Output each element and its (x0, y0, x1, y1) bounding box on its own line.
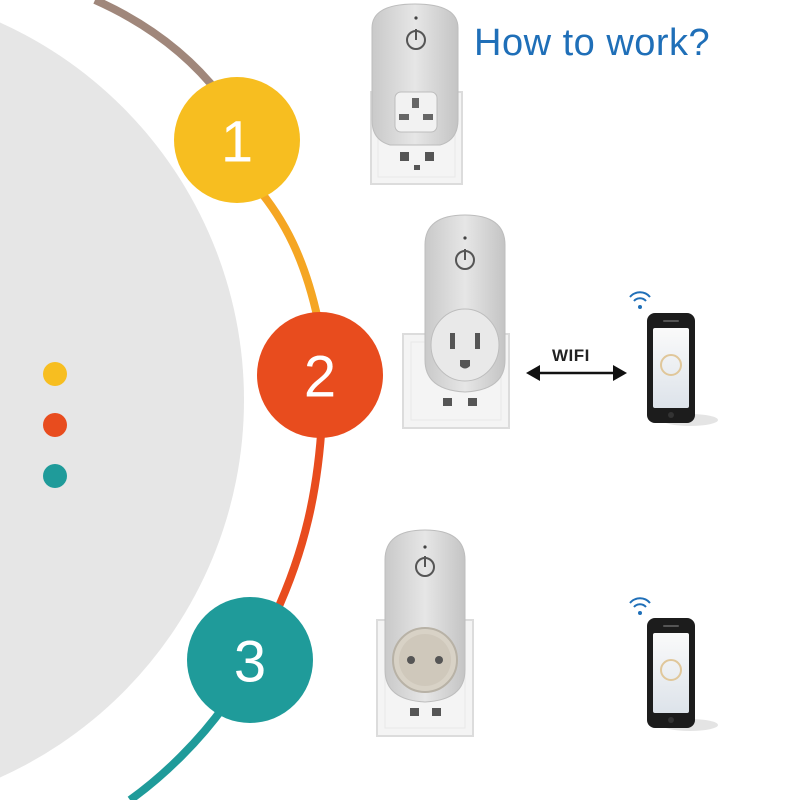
arc-top (93, 0, 224, 98)
step-number: 2 (304, 345, 336, 410)
wifi-label: WIFI (552, 346, 590, 365)
legend-dot-red (43, 413, 67, 437)
arc-red (271, 419, 326, 617)
smart-plug-us (402, 214, 510, 429)
step-2: 2 (257, 312, 383, 438)
arc-yellow (251, 182, 322, 321)
step-number: 3 (234, 630, 266, 695)
background-disc (0, 22, 244, 778)
double-arrow (526, 365, 627, 381)
wifi-signal-icon (629, 291, 651, 309)
step-number: 1 (221, 110, 253, 175)
smartphone-1 (629, 291, 718, 426)
smart-plug-eu (376, 529, 474, 737)
legend-dot-teal (43, 464, 67, 488)
smartphone-2 (629, 597, 718, 731)
step-circle (174, 77, 300, 203)
step-3: 3 (187, 597, 313, 723)
page-title: How to work? (474, 22, 711, 64)
arc-teal (127, 702, 229, 800)
smart-plug-uk (370, 3, 463, 185)
legend-dot-yellow (43, 362, 67, 386)
step-circle (257, 312, 383, 438)
wifi-signal-icon (629, 597, 651, 615)
step-1: 1 (174, 77, 300, 203)
step-circle (187, 597, 313, 723)
